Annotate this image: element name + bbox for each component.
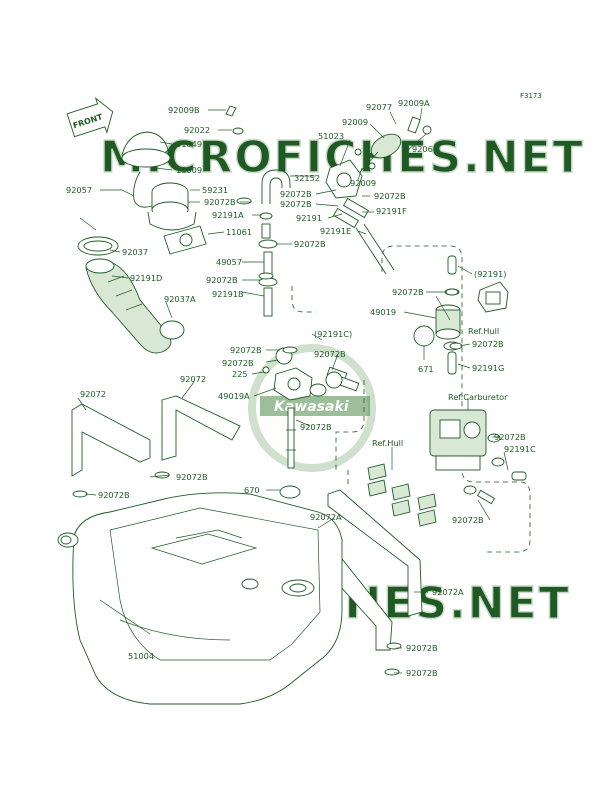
part-label: 92009B — [168, 105, 200, 115]
part-label: 92072B — [494, 432, 526, 442]
logo-text: Kawasaki — [274, 399, 349, 415]
part-label: 11061 — [226, 227, 252, 237]
part-label: 92077 — [366, 102, 392, 112]
leader-lines — [77, 107, 509, 674]
part-label: 92072 — [180, 374, 206, 384]
ref-label: Ref.Hull — [468, 326, 499, 336]
part-label: 92072 — [80, 389, 106, 399]
part-label: 51004 — [128, 651, 154, 661]
tank-straps-92072 — [71, 395, 241, 477]
part-label: 92072B — [280, 189, 312, 199]
part-label: 92191E — [320, 226, 351, 236]
clamp-92037A — [159, 320, 185, 340]
part-label: 92072B — [452, 515, 484, 525]
part-label: 92191A — [212, 210, 244, 220]
part-label: 92072B — [392, 287, 424, 297]
part-label: 92009 — [342, 117, 368, 127]
part-label: 92072B — [406, 643, 438, 653]
figure-code: F3173 — [520, 92, 542, 100]
part-label: 92009A — [398, 98, 430, 108]
part-label: 92072B — [206, 275, 238, 285]
part-label: 59231 — [202, 185, 228, 195]
part-label: 92072B — [472, 339, 504, 349]
part-label: 92057 — [66, 185, 92, 195]
part-label: 92072B — [314, 349, 346, 359]
part-label: 92072A — [310, 512, 342, 522]
part-label: 92072B — [230, 345, 262, 355]
hull-clamps — [367, 463, 496, 527]
vent-hose-32152 — [261, 169, 291, 204]
part-label: 11009 — [176, 165, 202, 175]
part-label: 225 — [232, 369, 248, 379]
part-label: 32152 — [294, 173, 320, 183]
part-label: 92191B — [212, 289, 244, 299]
part-label: 92191D — [130, 273, 162, 283]
part-label: 49057 — [216, 257, 242, 267]
part-label: 670 — [244, 485, 260, 495]
part-labels: 92009B 92022 51049 11009 92057 59231 920… — [66, 98, 536, 678]
ref-label: Ref.Carburetor — [448, 392, 508, 402]
part-label: 92072B — [406, 668, 438, 678]
oring-670 — [279, 485, 301, 499]
part-label: 92037A — [164, 294, 196, 304]
part-label: 51023 — [318, 131, 344, 141]
clamp-92037 — [77, 236, 119, 256]
part-label: 92037 — [122, 247, 148, 257]
part-label: (92191C) — [314, 329, 352, 339]
fuel-tank-51004 — [57, 492, 343, 705]
part-label: 92072B — [98, 490, 130, 500]
reference-labels: Ref.Hull Ref.Carburetor Ref.Hull — [372, 326, 508, 448]
part-label: 51049 — [176, 139, 202, 149]
part-label: 49019A — [218, 391, 250, 401]
check-valve-assembly — [325, 116, 432, 275]
part-label: 92072B — [374, 191, 406, 201]
part-label: 671 — [418, 364, 434, 374]
part-label: 92009 — [350, 178, 376, 188]
loose-clamps — [72, 197, 463, 676]
fuel-tap-assembly — [262, 347, 360, 469]
hull-bracket — [477, 281, 509, 313]
filler-hose — [85, 258, 172, 354]
part-label: 92072A — [432, 587, 464, 597]
front-arrow-badge: FRONT — [66, 96, 114, 138]
dashed-routes — [291, 245, 531, 553]
watermark-top: MICROFICHES.NET — [100, 132, 585, 183]
part-label: 92072B — [294, 239, 326, 249]
carburetor — [429, 409, 527, 481]
center-hose-stack — [258, 212, 278, 317]
part-label: 92066 — [412, 144, 438, 154]
part-label: 92191F — [376, 206, 407, 216]
part-label: 92072B — [222, 358, 254, 368]
part-label: 92072B — [176, 472, 208, 482]
filler-cap-assembly — [121, 105, 244, 255]
part-label: 92191G — [472, 363, 504, 373]
fuel-filter-49019 — [413, 304, 461, 375]
part-label: 92072B — [280, 199, 312, 209]
part-label: 92072B — [300, 422, 332, 432]
part-label: 92072B — [204, 197, 236, 207]
part-label: 92191 — [296, 213, 322, 223]
part-label: 92022 — [184, 125, 210, 135]
part-label: (92191) — [474, 269, 506, 279]
part-label: 49019 — [370, 307, 396, 317]
part-label: 92191C — [504, 444, 536, 454]
kawasaki-logo: Kawasaki — [248, 344, 376, 472]
ref-label: Ref.Hull — [372, 438, 403, 448]
